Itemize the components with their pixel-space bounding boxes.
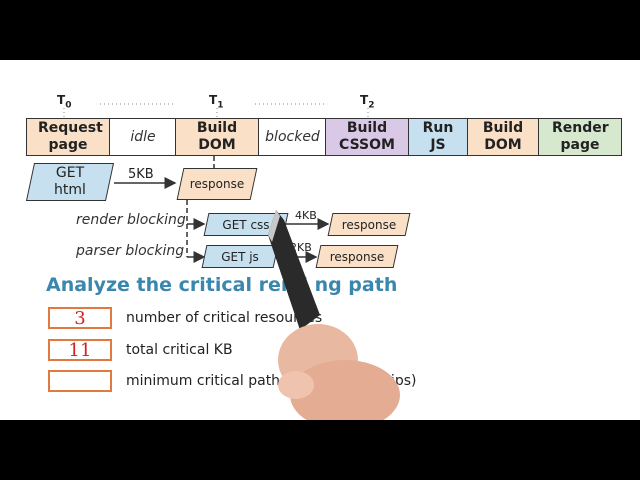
- answer-box-path-length[interactable]: [48, 370, 112, 392]
- time-marker-t0: T0: [57, 93, 72, 111]
- answer-box-critical-kb[interactable]: 11: [48, 339, 112, 361]
- parser-blocking-label: parser blocking: [76, 243, 185, 259]
- js-response-label: response: [329, 249, 385, 264]
- answer-critical-kb: 11: [68, 339, 92, 361]
- html-response-label: response: [189, 177, 245, 191]
- build-dom-2-box: Build DOM: [467, 118, 539, 156]
- get-css-label: GET css: [222, 217, 270, 232]
- css-response-label: response: [341, 217, 397, 232]
- build-dom-box: Build DOM: [175, 118, 259, 156]
- time-marker-t2: T2: [360, 93, 375, 111]
- critical-resources-label: number of critical resources: [126, 310, 323, 326]
- render-page-box: Render page: [538, 118, 622, 156]
- css-size-label: 4KB: [295, 209, 317, 222]
- diagram-connectors: [63, 103, 369, 263]
- get-js-label: GET js: [221, 249, 259, 264]
- slide: T0 T1 T2 Request page idle Build DOM blo…: [0, 60, 640, 420]
- critical-kb-label: total critical KB: [126, 342, 233, 358]
- hand-with-pen-icon: [268, 210, 400, 420]
- time-marker-t1: T1: [209, 93, 224, 111]
- render-blocking-label: render blocking: [76, 212, 186, 228]
- blocked-segment: blocked: [259, 118, 326, 156]
- answer-box-critical-resources[interactable]: 3: [48, 307, 112, 329]
- html-size-label: 5KB: [128, 167, 154, 182]
- request-page-box: Request page: [26, 118, 110, 156]
- run-js-box: Run JS: [408, 118, 468, 156]
- time-guide-lines: [63, 103, 369, 118]
- build-cssom-box: Build CSSOM: [325, 118, 409, 156]
- answer-critical-resources: 3: [74, 307, 86, 329]
- idle-segment: idle: [110, 118, 176, 156]
- get-html-label: GET html: [54, 165, 86, 198]
